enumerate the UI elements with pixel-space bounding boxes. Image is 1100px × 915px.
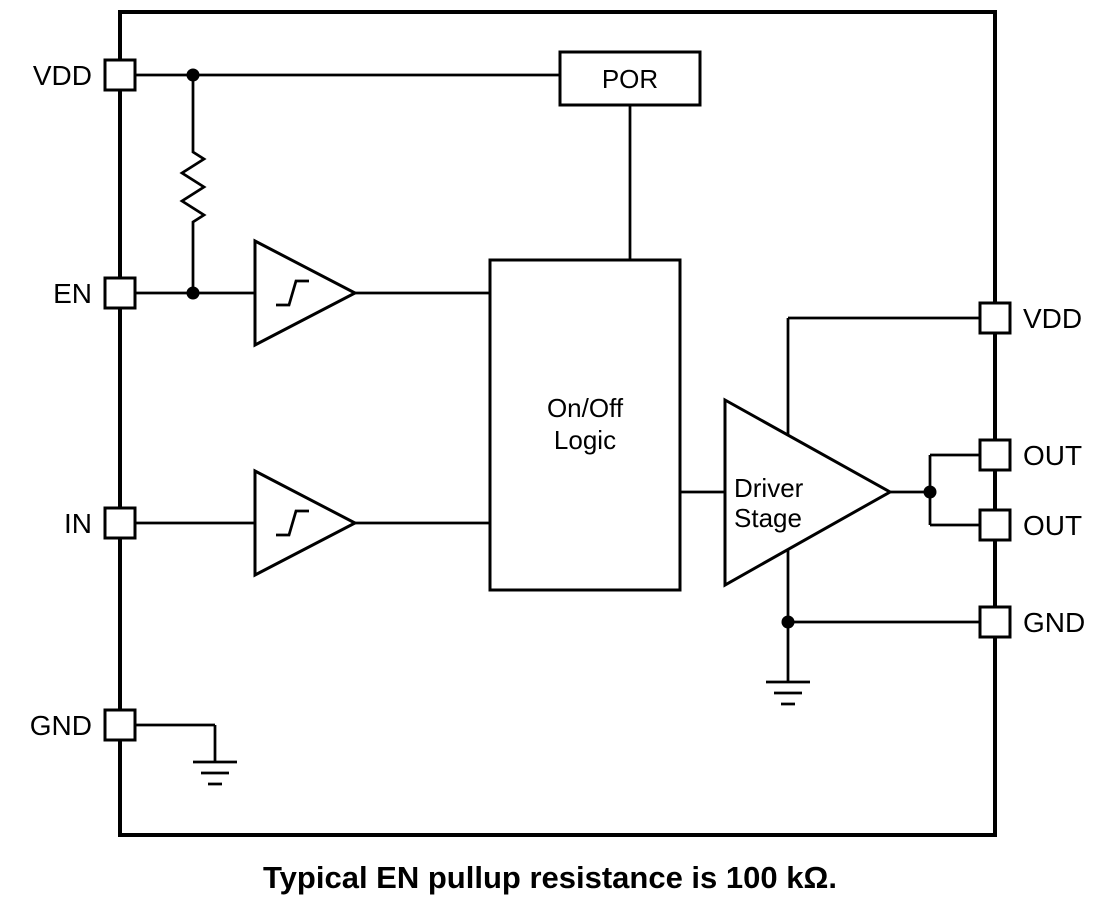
pin-label-out-1: OUT <box>1023 440 1082 471</box>
pin-square-gnd-left <box>103 708 137 742</box>
pin-label-gnd-left: GND <box>30 710 92 741</box>
pin-square-vdd-right <box>978 301 1012 335</box>
driver-stage-triangle <box>723 397 894 588</box>
junction-dot-vdd <box>186 68 200 82</box>
pin-square-vdd-left <box>103 58 137 92</box>
pin-label-gnd-right: GND <box>1023 607 1085 638</box>
pin-square-out-2 <box>978 508 1012 542</box>
chip-outline <box>118 10 997 837</box>
driver-stage-block: Driver Stage <box>723 397 894 588</box>
on-off-logic-label-line2: Logic <box>554 425 616 455</box>
por-block <box>558 50 702 107</box>
pin-square-en <box>103 276 137 310</box>
pin-square-out-1 <box>978 438 1012 472</box>
pin-square-gnd-right <box>978 605 1012 639</box>
pins-right: VDD OUT OUT GND <box>978 301 1085 639</box>
driver-stage-label-line1: Driver <box>734 473 804 503</box>
ground-symbol-gnd-pin <box>193 760 237 786</box>
hysteresis-icon <box>276 509 309 537</box>
junction-dot-out <box>923 485 937 499</box>
hysteresis-icon <box>276 279 309 307</box>
junction-dot-en <box>186 286 200 300</box>
diagram-caption: Typical EN pullup resistance is 100 kΩ. <box>263 860 837 895</box>
pullup-resistor-symbol <box>179 148 207 226</box>
pin-label-out-2: OUT <box>1023 510 1082 541</box>
pin-label-in: IN <box>64 508 92 539</box>
pin-label-en: EN <box>53 278 92 309</box>
por-label: POR <box>602 64 658 94</box>
pin-label-vdd-left: VDD <box>33 60 92 91</box>
driver-stage-label-line2: Stage <box>734 503 802 533</box>
in-schmitt-buffer <box>253 468 359 578</box>
on-off-logic-label-line1: On/Off <box>547 393 624 423</box>
on-off-logic-block <box>488 258 682 592</box>
pin-square-in <box>103 506 137 540</box>
en-schmitt-buffer <box>253 238 359 348</box>
junction-dot-gnd <box>781 615 795 629</box>
pins-left: VDD EN IN GND <box>30 58 137 742</box>
in-buffer-triangle <box>253 468 359 578</box>
pin-label-vdd-right: VDD <box>1023 303 1082 334</box>
ground-symbol-driver <box>766 680 810 706</box>
en-buffer-triangle <box>253 238 359 348</box>
